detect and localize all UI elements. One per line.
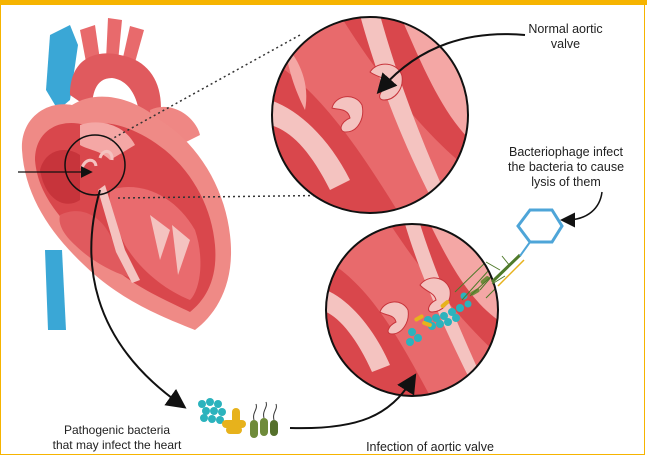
bacteriophage-head-icon <box>518 210 562 242</box>
label-pathogenic-bacteria: Pathogenic bacteria that may infect the … <box>32 423 202 453</box>
label-infection-aortic-valve: Infection of aortic valve <box>340 440 520 455</box>
pathogenic-bacteria-group <box>198 398 278 438</box>
teal-cocci-icon <box>198 398 226 424</box>
inferior-vena-cava <box>45 250 66 330</box>
bacteriophage-tail <box>486 255 524 286</box>
label-normal-aortic-valve: Normal aortic valve <box>508 22 623 52</box>
label-bacteriophage: Bacteriophage infect the bacteria to cau… <box>496 145 636 190</box>
bacteriophage-neck <box>520 242 530 256</box>
heart-illustration <box>22 18 231 330</box>
superior-vena-cava <box>46 25 78 110</box>
bacteriophage-arrow <box>566 192 602 220</box>
green-bacillus-icon <box>250 402 278 438</box>
